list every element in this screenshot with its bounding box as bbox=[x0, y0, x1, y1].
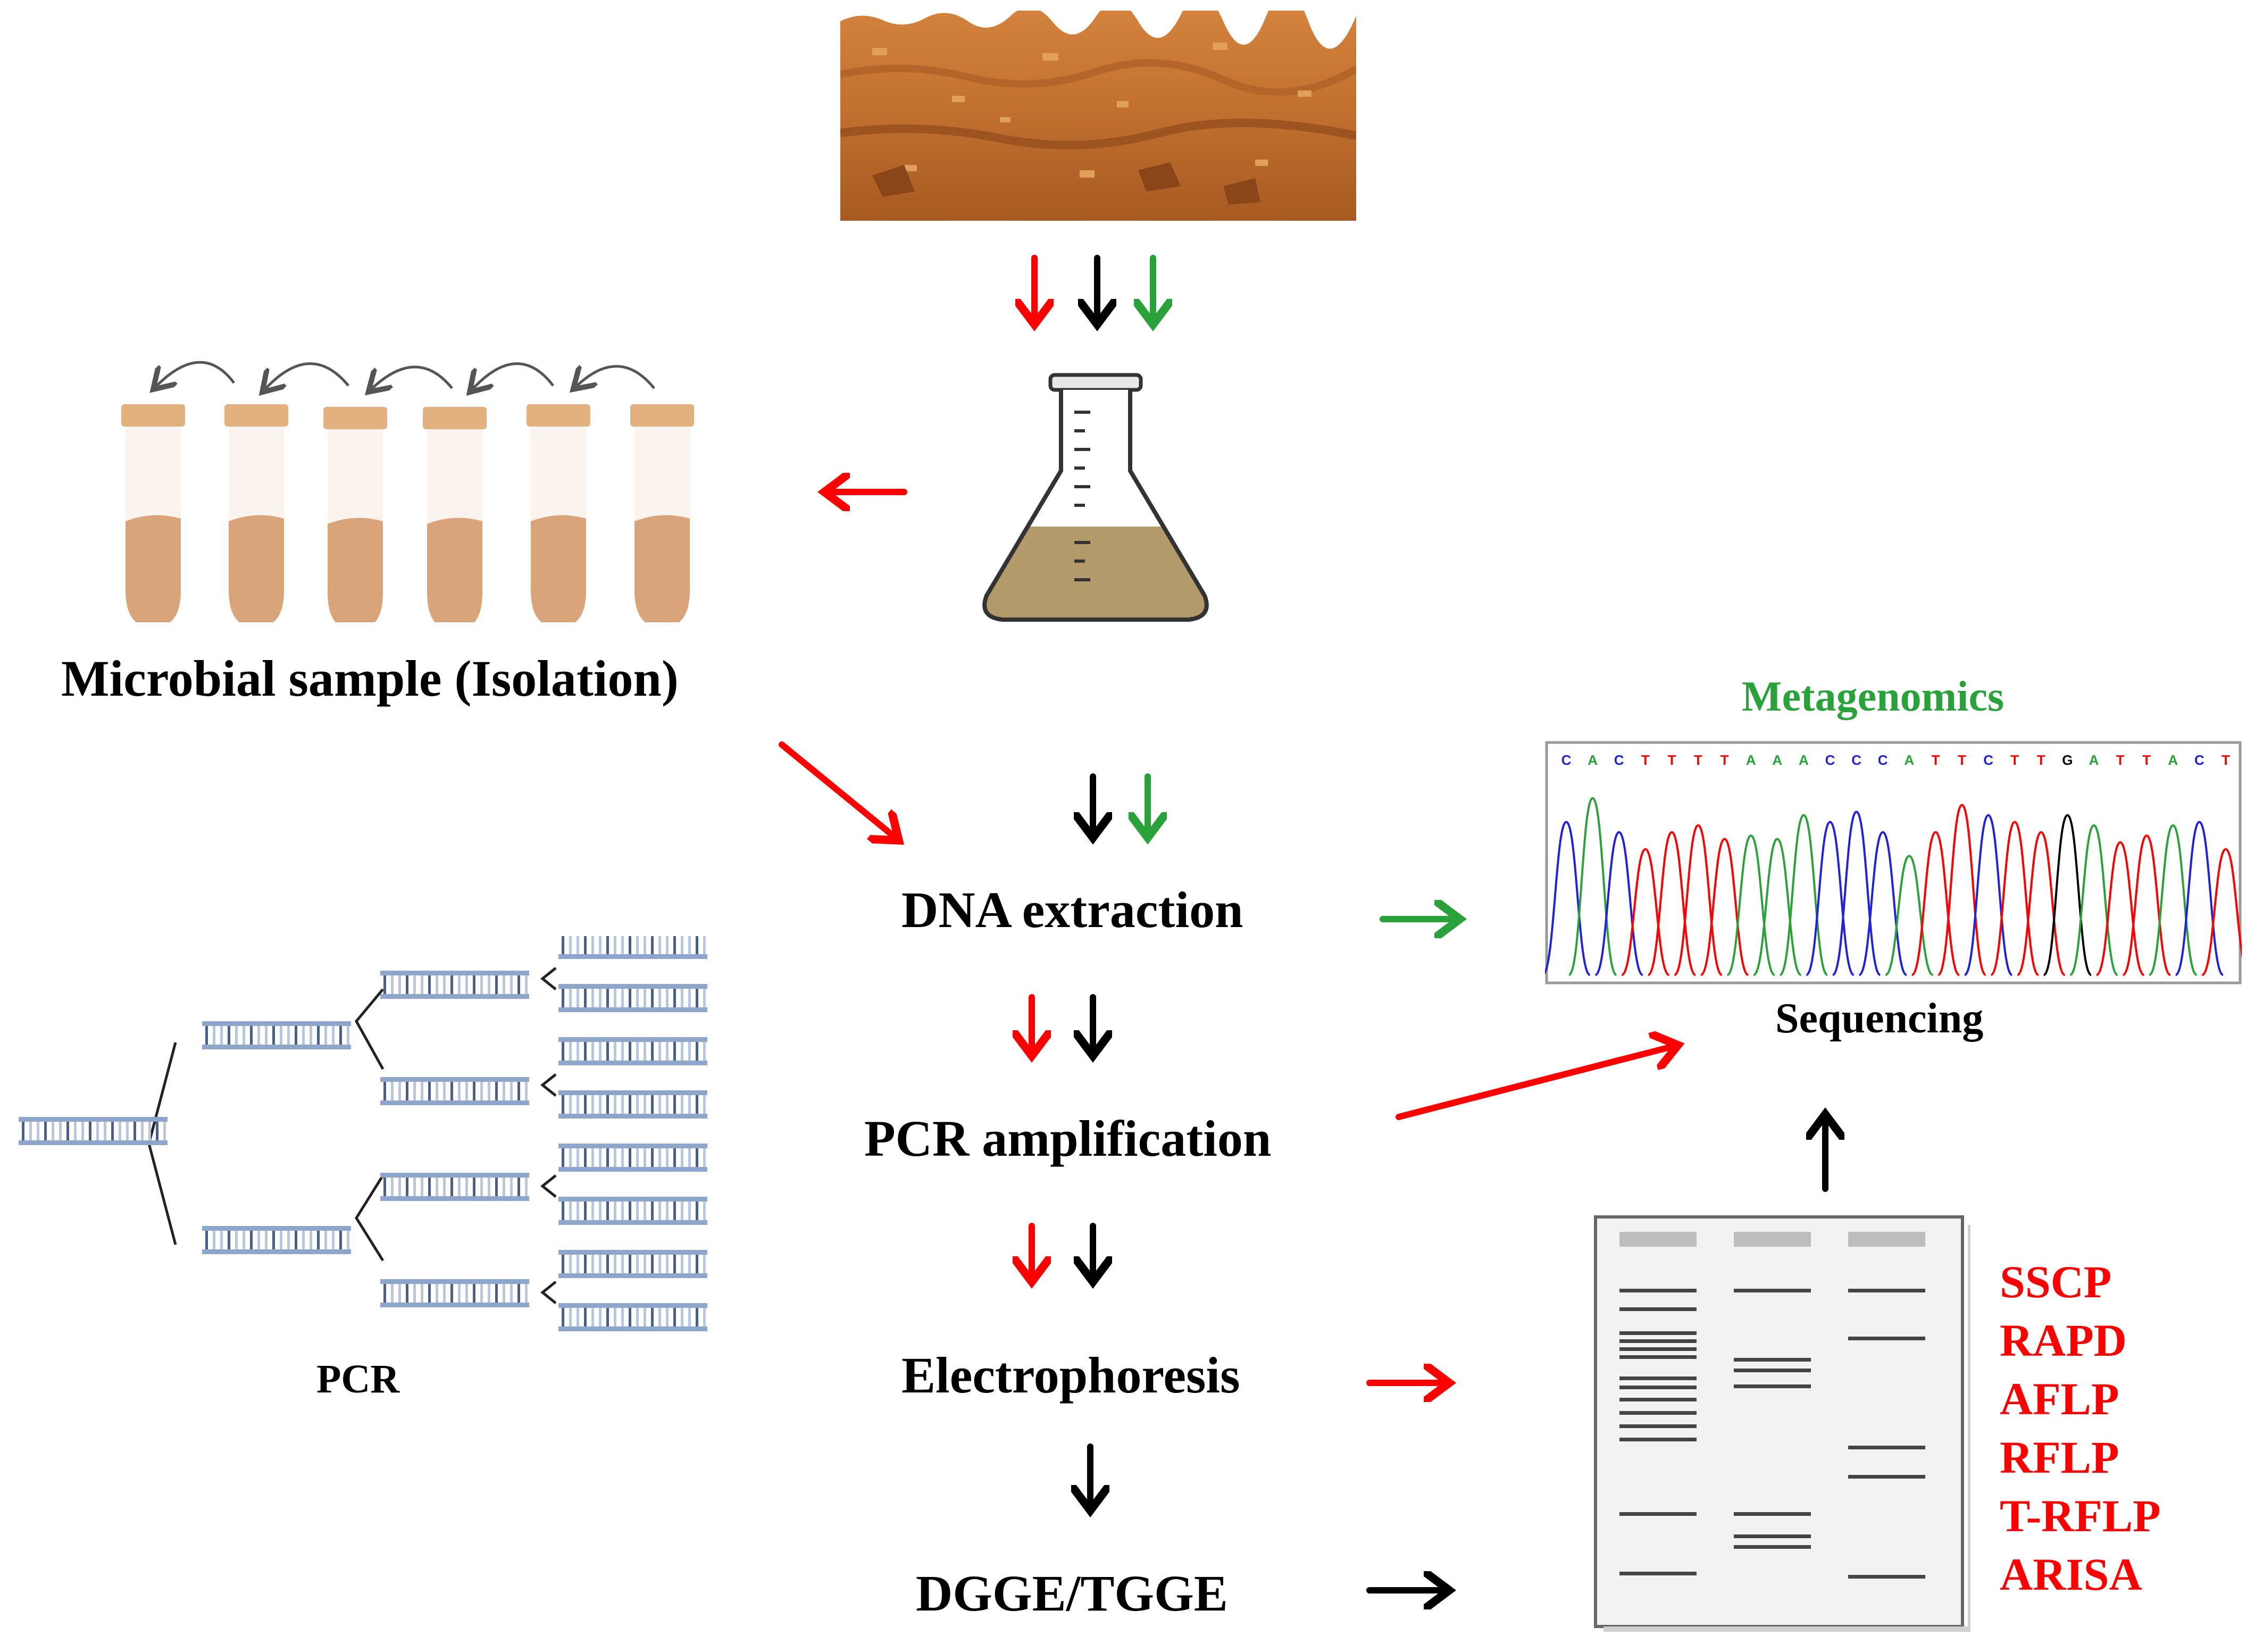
technique-aflp: AFLP bbox=[2000, 1373, 2119, 1424]
trace-peak bbox=[1937, 804, 1986, 976]
soil-icon bbox=[840, 11, 1356, 221]
dna-strand-icon bbox=[558, 1250, 707, 1278]
trace-peak bbox=[1674, 824, 1723, 976]
dna-strand-icon bbox=[558, 936, 707, 959]
base-letter: A bbox=[1799, 752, 1809, 768]
trace-peak bbox=[2122, 834, 2171, 976]
dna-strand-icon bbox=[558, 1090, 707, 1119]
base-letter: A bbox=[1772, 752, 1782, 768]
arrow-red-isolation-dna bbox=[779, 741, 899, 840]
base-letter: A bbox=[2168, 752, 2178, 768]
base-letter: T bbox=[2142, 752, 2151, 768]
trace-peak bbox=[1806, 821, 1855, 976]
base-letter: A bbox=[2089, 752, 2099, 768]
technique-rapd: RAPD bbox=[2000, 1315, 2127, 1366]
electrophoresis-label: Electrophoresis bbox=[901, 1347, 1240, 1404]
base-letter: T bbox=[2116, 752, 2125, 768]
test-tubes-icon bbox=[121, 361, 694, 622]
trace-peak bbox=[1990, 821, 2039, 976]
base-letter: T bbox=[1958, 752, 1966, 768]
trace-peak bbox=[1594, 831, 1643, 976]
trace-peak bbox=[1911, 831, 1960, 976]
dna-strand-icon bbox=[202, 1226, 351, 1254]
trace-peak bbox=[2175, 821, 2224, 976]
dna-strand-icon bbox=[558, 984, 707, 1012]
trace-peak bbox=[1779, 814, 1828, 976]
dna-strand-icon bbox=[558, 1303, 707, 1331]
dna-strand-icon bbox=[19, 1117, 168, 1145]
base-letter: T bbox=[1721, 752, 1729, 768]
dgge-tgge-label: DGGE/TGGE bbox=[916, 1565, 1228, 1622]
trace-peak bbox=[1700, 838, 1749, 976]
pcr-label: PCR bbox=[316, 1357, 400, 1401]
trace-peak bbox=[1726, 834, 1775, 976]
base-letter: C bbox=[1851, 752, 1861, 768]
arrow-red-pcr-sequencing bbox=[1396, 1045, 1678, 1120]
base-letter: A bbox=[1588, 752, 1598, 768]
technique-sscp: SSCP bbox=[2000, 1256, 2112, 1307]
trace-peak bbox=[1621, 848, 1670, 976]
base-letter: C bbox=[1983, 752, 1993, 768]
base-letter: C bbox=[1561, 752, 1572, 768]
trace-peak bbox=[2017, 831, 2066, 976]
trace-peak bbox=[1964, 814, 2013, 976]
trace-peak bbox=[1858, 831, 1907, 976]
pcr-tree-diagram bbox=[19, 936, 707, 1331]
base-letter: T bbox=[1667, 752, 1676, 768]
base-letter: T bbox=[2010, 752, 2019, 768]
dna-strand-icon bbox=[380, 971, 529, 999]
base-letter: A bbox=[1746, 752, 1756, 768]
dna-strand-icon bbox=[380, 1279, 529, 1307]
base-letter: T bbox=[1641, 752, 1650, 768]
trace-peak bbox=[1753, 838, 1802, 976]
base-letter: C bbox=[1878, 752, 1888, 768]
base-letter: T bbox=[2037, 752, 2045, 768]
base-letter: T bbox=[2221, 752, 2230, 768]
trace-peak bbox=[2069, 824, 2118, 976]
base-letter: C bbox=[1614, 752, 1624, 768]
dna-strand-icon bbox=[202, 1021, 351, 1049]
trace-peak bbox=[1832, 811, 1881, 976]
base-letter: C bbox=[2194, 752, 2204, 768]
technique-arisa: ARISA bbox=[2000, 1549, 2142, 1600]
metagenomics-label: Metagenomics bbox=[1742, 673, 2005, 720]
base-letter: C bbox=[1825, 752, 1835, 768]
trace-peak bbox=[2149, 824, 2198, 976]
trace-peak bbox=[2201, 848, 2242, 976]
dna-strand-icon bbox=[380, 1077, 529, 1105]
microbial-sample-label: Microbial sample (Isolation) bbox=[61, 650, 679, 707]
trace-peak bbox=[1885, 855, 1934, 976]
flask-icon bbox=[982, 373, 1209, 622]
base-letter: T bbox=[1931, 752, 1940, 768]
trace-peak bbox=[1647, 831, 1697, 976]
base-letter: T bbox=[1694, 752, 1702, 768]
dna-strand-icon bbox=[558, 1197, 707, 1225]
dna-extraction-label: DNA extraction bbox=[901, 881, 1243, 938]
trace-peak bbox=[1568, 797, 1617, 976]
trace-peak bbox=[2043, 814, 2092, 976]
gel-electrophoresis-icon bbox=[1594, 1215, 1970, 1632]
trace-peak bbox=[1545, 821, 1591, 976]
dna-strand-icon bbox=[558, 1144, 707, 1172]
base-letter: G bbox=[2062, 752, 2073, 768]
trace-peak bbox=[2095, 841, 2145, 976]
pcr-amplification-label: PCR amplification bbox=[864, 1110, 1272, 1167]
technique-t-rflp: T-RFLP bbox=[2000, 1490, 2161, 1541]
dna-strand-icon bbox=[380, 1173, 529, 1201]
dna-strand-icon bbox=[558, 1037, 707, 1065]
base-letter: A bbox=[1904, 752, 1914, 768]
technique-rflp: RFLP bbox=[2000, 1432, 2119, 1483]
sequencing-label: Sequencing bbox=[1775, 995, 1984, 1042]
